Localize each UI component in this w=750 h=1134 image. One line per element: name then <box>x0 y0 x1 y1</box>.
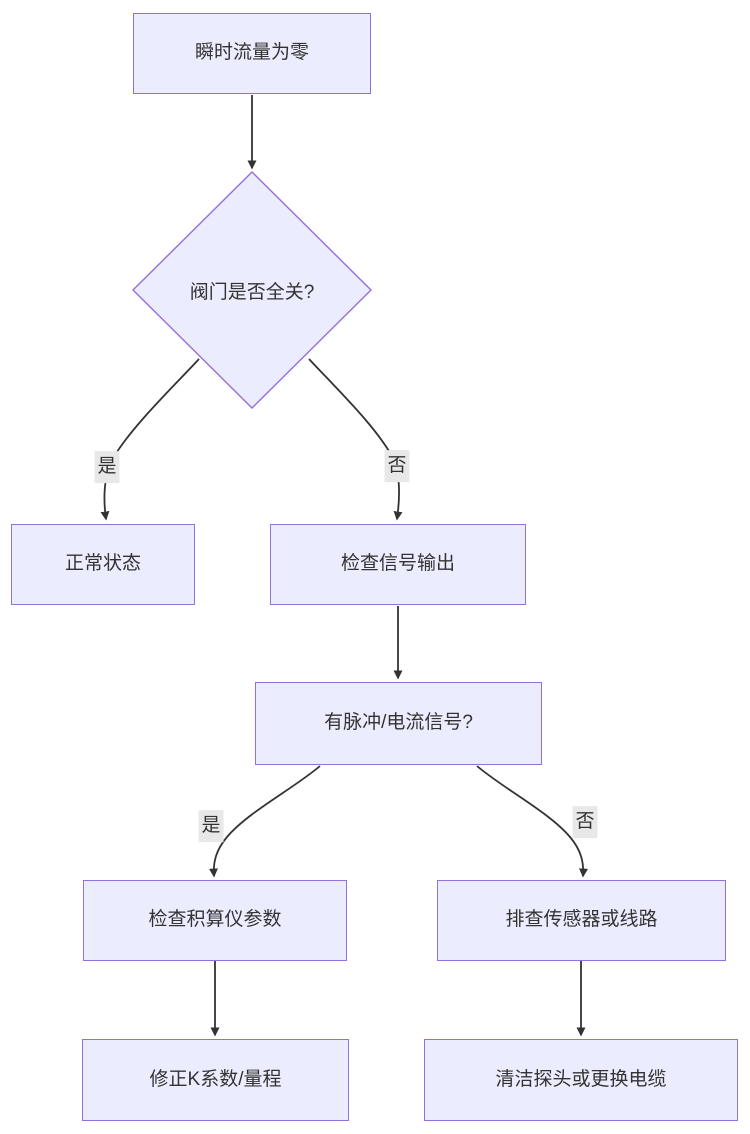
node-start: 瞬时流量为零 <box>133 13 371 94</box>
node-check-sensor: 排查传感器或线路 <box>437 880 726 961</box>
edge-label-valve-yes: 是 <box>94 451 120 483</box>
node-valve-decision: 阀门是否全关? <box>189 281 315 303</box>
node-fix-k-factor: 修正K系数/量程 <box>82 1039 349 1121</box>
node-clean-probe: 清洁探头或更换电缆 <box>424 1039 738 1121</box>
edge-label-signal-yes: 是 <box>198 810 224 842</box>
node-check-signal: 检查信号输出 <box>270 524 526 605</box>
node-check-totalizer: 检查积算仪参数 <box>83 880 347 961</box>
edge-label-signal-no: 否 <box>572 806 598 838</box>
edge-label-valve-no: 否 <box>384 450 410 482</box>
node-signal-decision: 有脉冲/电流信号? <box>255 682 542 765</box>
valve-decision-diamond-shape <box>132 171 372 409</box>
edge-signal-no <box>476 765 589 878</box>
edge-signal-yes <box>208 765 321 878</box>
node-normal-state: 正常状态 <box>11 524 195 605</box>
